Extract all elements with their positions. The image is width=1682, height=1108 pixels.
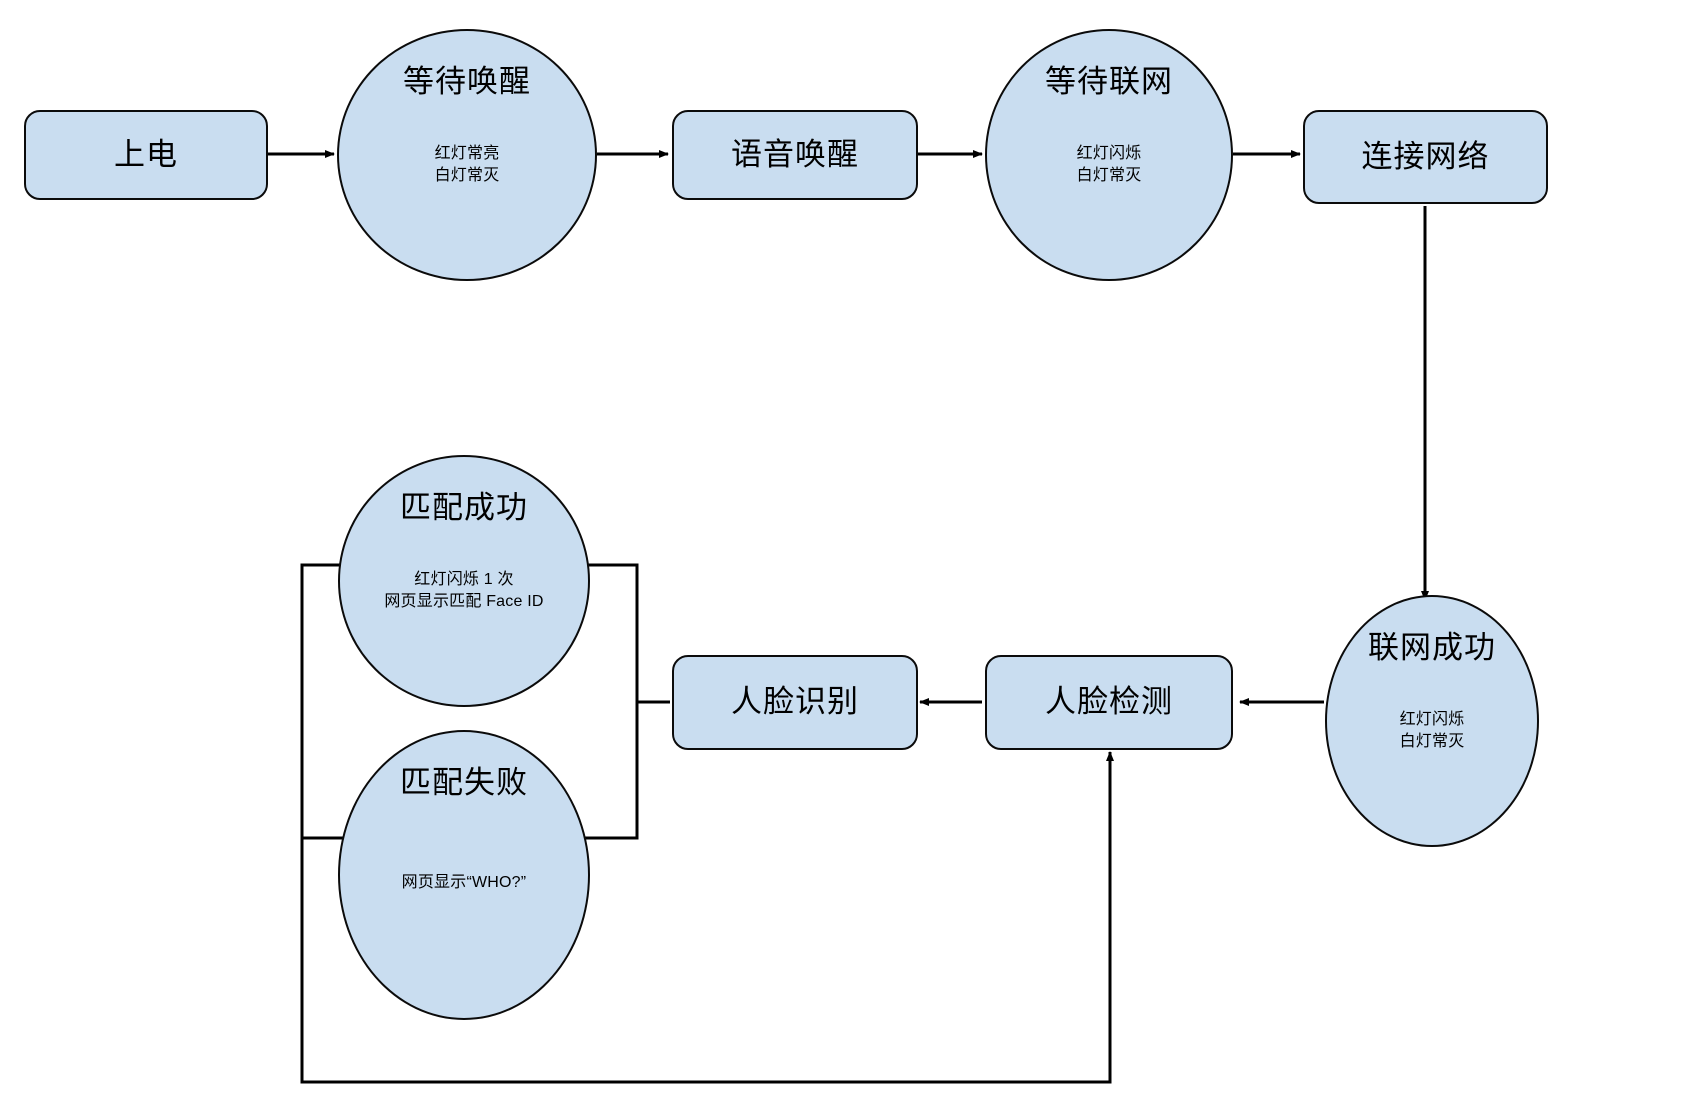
node-face-detect-title: 人脸检测 [1045, 684, 1173, 720]
node-wait-network-title: 等待联网 [1045, 64, 1173, 99]
node-wait-network-sub-line2: 白灯常灭 [1076, 166, 1142, 184]
node-connect-network[interactable]: 连接网络 [1303, 110, 1548, 204]
node-wait-network[interactable]: 等待联网 红灯闪烁 白灯常灭 [985, 29, 1233, 281]
node-wait-wakeup-subtext: 红灯常亮 白灯常灭 [435, 143, 500, 186]
node-wait-wakeup-title: 等待唤醒 [403, 64, 531, 99]
node-face-detect[interactable]: 人脸检测 [985, 655, 1233, 750]
node-wait-network-subtext: 红灯闪烁 白灯常灭 [1077, 143, 1142, 186]
node-wait-wakeup-sub-line1: 红灯常亮 [434, 145, 500, 163]
node-match-fail-title: 匹配失败 [400, 765, 528, 800]
node-power-on[interactable]: 上电 [24, 110, 268, 200]
node-match-fail[interactable]: 匹配失败 网页显示“WHO?” [338, 730, 590, 1020]
node-power-on-title: 上电 [114, 136, 178, 172]
node-wait-wakeup-sub-line2: 白灯常灭 [434, 166, 500, 184]
node-match-success[interactable]: 匹配成功 红灯闪烁 1 次 网页显示匹配 Face ID [338, 455, 590, 707]
node-network-success-sub-line1: 红灯闪烁 [1399, 711, 1465, 729]
node-wait-network-sub-line1: 红灯闪烁 [1076, 145, 1142, 163]
node-match-success-subtext: 红灯闪烁 1 次 网页显示匹配 Face ID [384, 569, 543, 612]
node-match-success-title: 匹配成功 [400, 490, 528, 525]
node-wait-wakeup[interactable]: 等待唤醒 红灯常亮 白灯常灭 [337, 29, 597, 281]
node-match-fail-sub-line1: 网页显示“WHO?” [401, 874, 527, 892]
node-network-success-sub-line2: 白灯常灭 [1399, 732, 1465, 750]
node-network-success-title: 联网成功 [1368, 630, 1496, 665]
node-network-success-subtext: 红灯闪烁 白灯常灭 [1400, 709, 1465, 752]
node-network-success[interactable]: 联网成功 红灯闪烁 白灯常灭 [1325, 595, 1539, 847]
node-voice-wakeup[interactable]: 语音唤醒 [672, 110, 918, 200]
node-connect-network-title: 连接网络 [1361, 138, 1490, 174]
node-voice-wakeup-title: 语音唤醒 [731, 136, 859, 172]
node-match-success-sub-line2: 网页显示匹配 Face ID [384, 592, 544, 610]
node-match-fail-subtext: 网页显示“WHO?” [402, 872, 527, 894]
node-match-success-sub-line1: 红灯闪烁 1 次 [414, 571, 514, 589]
node-face-recognize-title: 人脸识别 [731, 684, 859, 720]
node-face-recognize[interactable]: 人脸识别 [672, 655, 918, 750]
